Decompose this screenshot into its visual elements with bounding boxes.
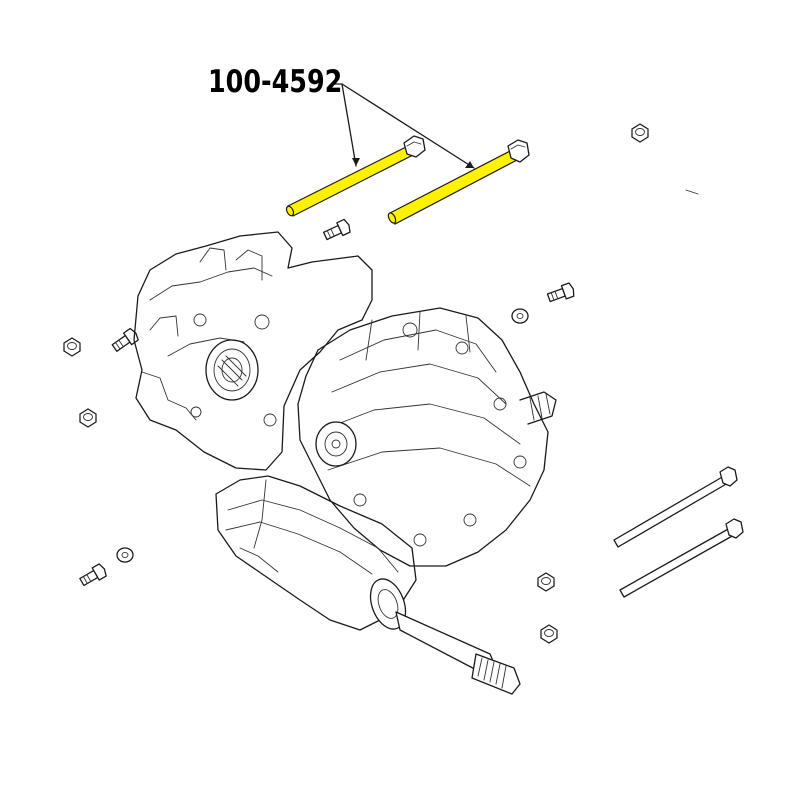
highlighted-bolt-1 [285, 135, 426, 217]
engine-case [133, 231, 557, 695]
highlighted-bolt-2 [387, 139, 530, 225]
part-number-label: 100-4592 [208, 64, 343, 100]
dash-mark [685, 189, 699, 195]
long-bolts-right [613, 466, 744, 598]
loose-fasteners [63, 123, 649, 644]
leader-lines [332, 83, 475, 169]
